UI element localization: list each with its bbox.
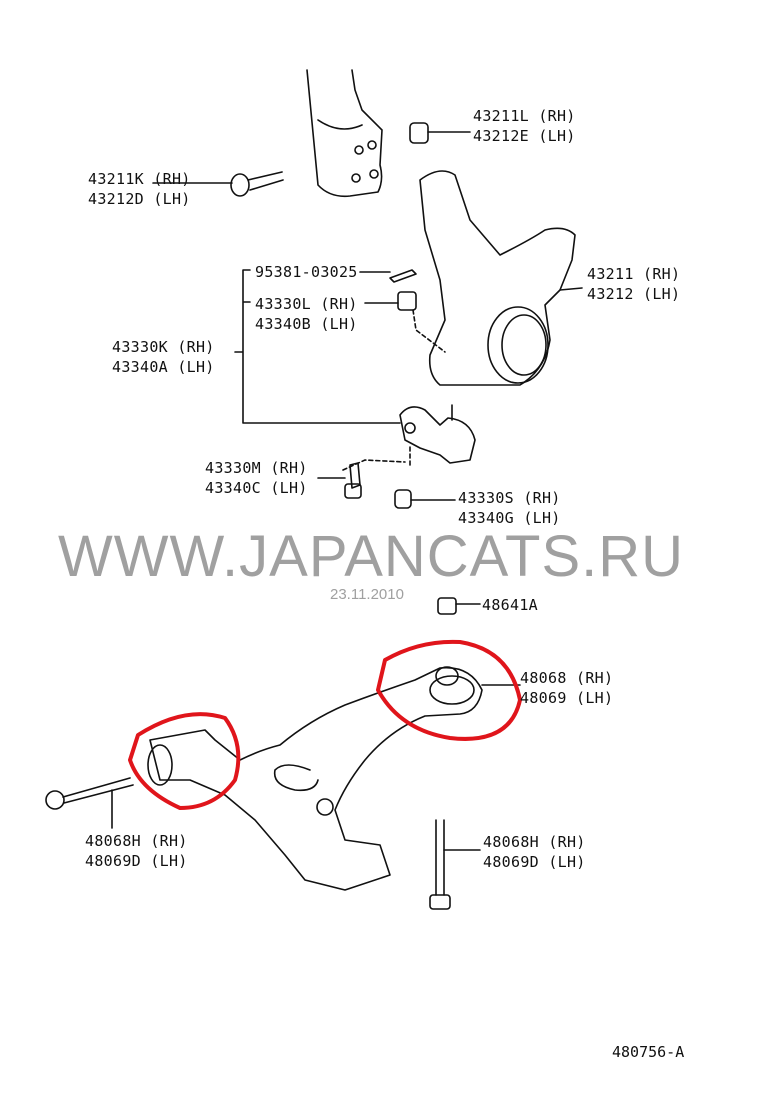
watermark: WWW.JAPANCATS.RU (58, 524, 685, 589)
figure-number: 480756-A (612, 1043, 685, 1061)
part-lh: 43340G (LH) (458, 509, 561, 527)
part-rh: 43330K (RH) (112, 338, 215, 356)
label-lower-arm: 48068 (RH) 48069 (LH) (520, 668, 613, 708)
label-arm-bolt-left: 48068H (RH) 48069D (LH) (85, 831, 188, 871)
label-cotter-pin: 95381-03025 (255, 262, 358, 282)
part-lh: 43212 (LH) (587, 285, 681, 303)
part-lh: 48069D (LH) (483, 853, 586, 871)
part-lh: 43212E (LH) (473, 127, 576, 145)
label-knuckle: 43211 (RH) 43212 (LH) (587, 264, 680, 304)
part-lh: 43340A (LH) (112, 358, 215, 376)
ball-joint-drawing (342, 404, 476, 471)
part-rh: 48068H (RH) (483, 833, 586, 851)
label-ball-joint-bolt: 43330M (RH) 43340C (LH) (205, 458, 308, 498)
part-number: 48641A (482, 596, 538, 614)
label-strut-nut: 43211L (RH) 43212E (LH) (473, 106, 576, 146)
part-rh: 43211 (RH) (587, 265, 681, 283)
highlight-circles (128, 639, 522, 810)
part-rh: 43330S (RH) (458, 489, 561, 507)
part-number: 95381-03025 (255, 263, 358, 281)
strut-bolt-drawing (152, 171, 284, 197)
part-lh: 43340B (LH) (255, 315, 358, 333)
part-lh: 48069 (LH) (520, 689, 614, 707)
leader-lines (234, 269, 417, 424)
part-rh: 48068H (RH) (85, 832, 188, 850)
knuckle-drawing (412, 170, 583, 386)
arm-bolts-drawing (45, 777, 481, 910)
part-rh: 43330M (RH) (205, 459, 308, 477)
part-lh: 43212D (LH) (88, 190, 191, 208)
label-castle-nut: 43330L (RH) 43340B (LH) (255, 294, 358, 334)
part-rh: 43211K (RH) (88, 170, 191, 188)
part-rh: 48068 (RH) (520, 669, 614, 687)
strut-drawing (306, 69, 383, 198)
strut-nut-drawing (409, 122, 471, 144)
watermark-date: 23.11.2010 (330, 586, 404, 603)
label-strut-bolt: 43211K (RH) 43212D (LH) (88, 169, 191, 209)
ball-joint-fasteners (317, 462, 481, 615)
part-lh: 48069D (LH) (85, 852, 188, 870)
label-arm-bolt-right: 48068H (RH) 48069D (LH) (483, 832, 586, 872)
lower-arm-drawing (147, 666, 521, 891)
label-arm-nut: 48641A (482, 595, 538, 615)
part-rh: 43330L (RH) (255, 295, 358, 313)
label-ball-joint-nut: 43330S (RH) 43340G (LH) (458, 488, 561, 528)
part-rh: 43211L (RH) (473, 107, 576, 125)
part-lh: 43340C (LH) (205, 479, 308, 497)
label-ball-joint: 43330K (RH) 43340A (LH) (112, 337, 215, 377)
